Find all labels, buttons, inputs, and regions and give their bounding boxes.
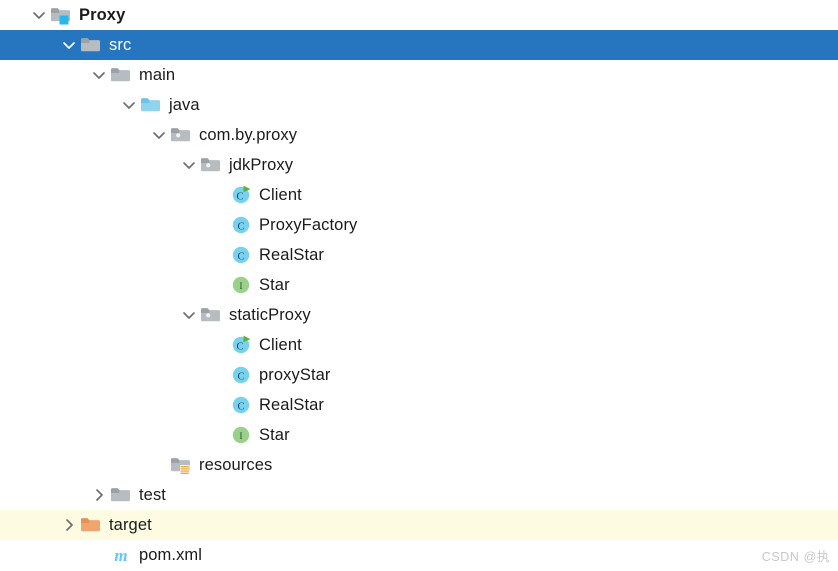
chevron-down-icon[interactable]	[148, 124, 170, 146]
tree-row-pom-xml[interactable]: m pom.xml	[0, 540, 838, 570]
tree-row-jdkproxy-realstar[interactable]: C RealStar	[0, 240, 838, 270]
tree-row-staticproxy-realstar[interactable]: C RealStar	[0, 390, 838, 420]
tree-row-label: staticProxy	[229, 305, 311, 324]
tree-row-label: Star	[259, 275, 290, 294]
package-icon	[200, 154, 222, 176]
tree-row-label: Client	[259, 335, 302, 354]
tree-row-label: main	[139, 65, 176, 84]
chevron-down-icon[interactable]	[178, 154, 200, 176]
maven-file-icon: m	[110, 544, 132, 566]
tree-indent	[0, 255, 208, 256]
tree-indent	[0, 75, 88, 76]
tree-row-jdkproxy-star[interactable]: I Star	[0, 270, 838, 300]
tree-row-com-by-proxy[interactable]: com.by.proxy	[0, 120, 838, 150]
tree-row-label: src	[109, 35, 132, 54]
package-icon	[200, 304, 222, 326]
tree-indent	[0, 135, 148, 136]
tree-row-label: resources	[199, 455, 273, 474]
tree-row-label: target	[109, 515, 152, 534]
tree-row-staticproxy-client[interactable]: C Client	[0, 330, 838, 360]
svg-text:C: C	[236, 341, 243, 352]
tree-indent	[0, 375, 208, 376]
class-runnable-icon: C	[230, 334, 252, 356]
chevron-down-icon[interactable]	[28, 4, 50, 26]
class-icon: C	[230, 364, 252, 386]
svg-text:C: C	[237, 251, 244, 262]
interface-icon: I	[230, 274, 252, 296]
tree-row-src[interactable]: src	[0, 30, 838, 60]
tree-row-jdkproxy[interactable]: jdkProxy	[0, 150, 838, 180]
tree-row-label: pom.xml	[139, 545, 203, 564]
chevron-right-icon[interactable]	[58, 514, 80, 536]
svg-text:m: m	[114, 546, 127, 565]
tree-indent	[0, 495, 88, 496]
tree-row-staticproxy[interactable]: staticProxy	[0, 300, 838, 330]
tree-indent	[0, 405, 208, 406]
tree-indent	[0, 225, 208, 226]
class-icon: C	[230, 394, 252, 416]
tree-indent	[0, 45, 58, 46]
tree-indent	[0, 555, 88, 556]
class-icon: C	[230, 244, 252, 266]
tree-indent	[0, 165, 178, 166]
tree-row-label: jdkProxy	[229, 155, 294, 174]
tree-row-label: Star	[259, 425, 290, 444]
resources-folder-icon	[170, 454, 192, 476]
tree-indent	[0, 105, 118, 106]
chevron-down-icon[interactable]	[118, 94, 140, 116]
svg-text:C: C	[236, 191, 243, 202]
class-runnable-icon: C	[230, 184, 252, 206]
tree-indent	[0, 285, 208, 286]
tree-indent	[0, 195, 208, 196]
tree-row-label: ProxyFactory	[259, 215, 358, 234]
excluded-folder-icon	[80, 514, 102, 536]
chevron-down-icon[interactable]	[58, 34, 80, 56]
svg-text:I: I	[239, 282, 242, 292]
tree-row-jdkproxy-client[interactable]: C Client	[0, 180, 838, 210]
tree-row-label: java	[169, 95, 200, 114]
interface-icon: I	[230, 424, 252, 446]
tree-row-resources[interactable]: resources	[0, 450, 838, 480]
tree-row-label: Proxy	[79, 5, 126, 24]
tree-row-test[interactable]: test	[0, 480, 838, 510]
tree-indent	[0, 525, 58, 526]
svg-text:C: C	[237, 401, 244, 412]
tree-row-label: test	[139, 485, 166, 504]
module-folder-icon	[50, 4, 72, 26]
tree-row-label: proxyStar	[259, 365, 331, 384]
tree-indent	[0, 465, 148, 466]
tree-indent	[0, 435, 208, 436]
folder-icon	[110, 64, 132, 86]
chevron-down-icon[interactable]	[178, 304, 200, 326]
tree-row-staticproxy-star[interactable]: I Star	[0, 420, 838, 450]
svg-text:C: C	[237, 221, 244, 232]
tree-row-java[interactable]: java	[0, 90, 838, 120]
package-icon	[170, 124, 192, 146]
folder-icon	[80, 34, 102, 56]
tree-indent	[0, 345, 208, 346]
tree-indent	[0, 15, 28, 16]
class-icon: C	[230, 214, 252, 236]
svg-text:I: I	[239, 432, 242, 442]
chevron-right-icon[interactable]	[88, 484, 110, 506]
tree-row-jdkproxy-proxyfactory[interactable]: C ProxyFactory	[0, 210, 838, 240]
tree-row-proxy[interactable]: Proxy	[0, 0, 838, 30]
tree-row-label: RealStar	[259, 395, 324, 414]
tree-row-label: Client	[259, 185, 302, 204]
folder-icon	[110, 484, 132, 506]
tree-row-label: RealStar	[259, 245, 324, 264]
tree-row-main[interactable]: main	[0, 60, 838, 90]
tree-row-label: com.by.proxy	[199, 125, 298, 144]
tree-indent	[0, 315, 178, 316]
chevron-down-icon[interactable]	[88, 64, 110, 86]
tree-row-target[interactable]: target	[0, 510, 838, 540]
source-folder-icon	[140, 94, 162, 116]
svg-text:C: C	[237, 371, 244, 382]
